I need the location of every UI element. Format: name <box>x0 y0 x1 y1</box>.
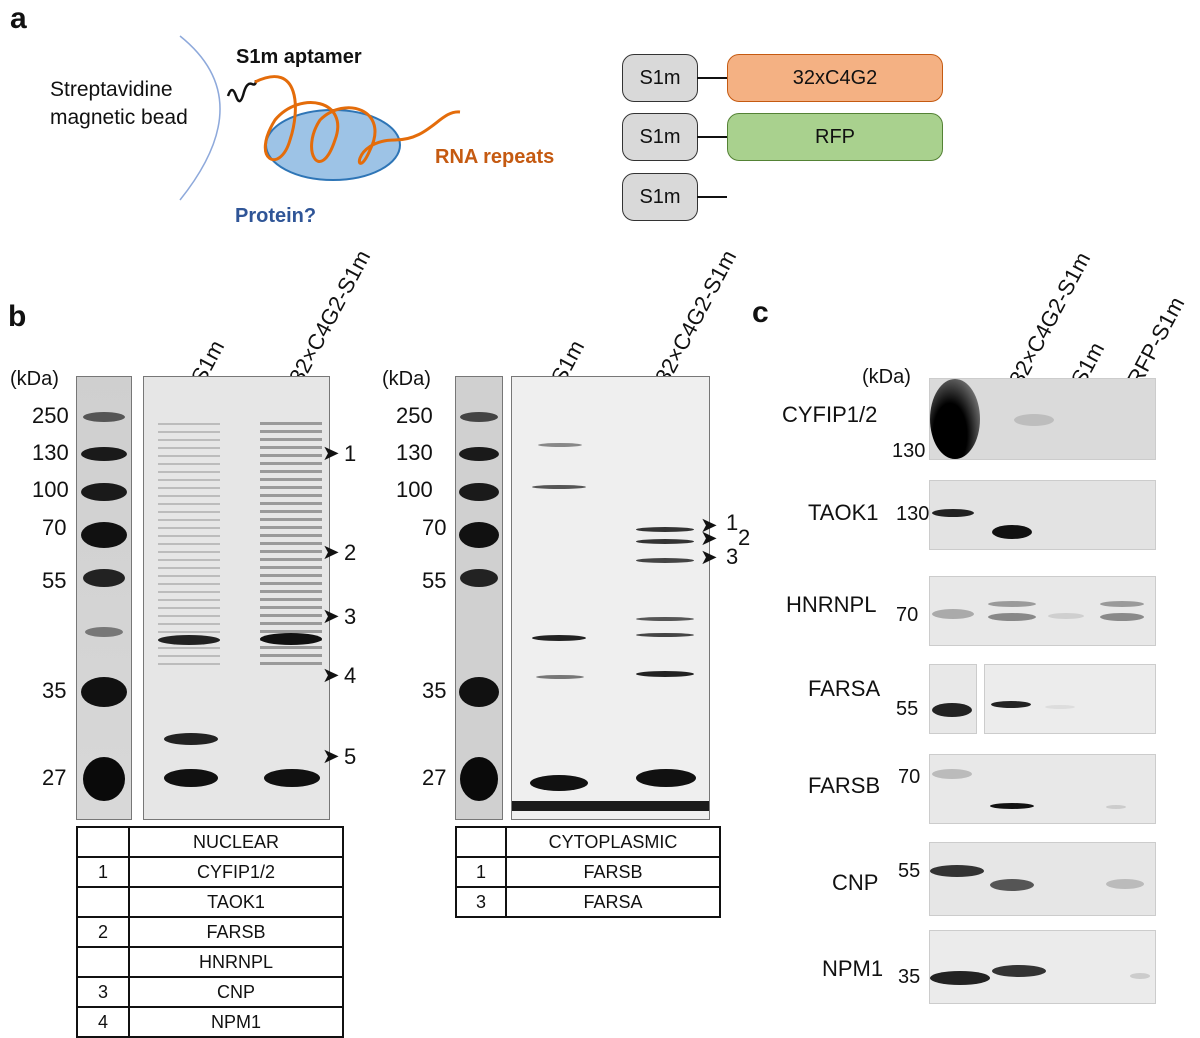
left-arrow-4: ➤ <box>322 664 340 687</box>
blot-cyfip <box>929 378 1156 460</box>
right-marker-130: 130 <box>396 440 433 465</box>
blot-npm1 <box>929 930 1156 1004</box>
right-arrow-1: ➤ <box>700 514 718 537</box>
construct-1: S1m 32xC4G2 <box>622 54 944 102</box>
right-arrow-label-1: 1 <box>726 510 739 535</box>
c-kda-unit: (kDa) <box>862 366 911 388</box>
aptamer-schematic <box>179 35 461 201</box>
right-arrow-3: ➤ <box>700 546 718 569</box>
table-header: CYTOPLASMIC <box>505 826 721 858</box>
left-arrow-5: ➤ <box>322 745 340 768</box>
right-arrow-label-2: 2 <box>738 525 751 550</box>
right-sample-gel <box>511 376 710 820</box>
left-arrow-3: ➤ <box>322 605 340 628</box>
s1m-tag: S1m <box>622 113 698 161</box>
blot-label-farsa: FARSA <box>808 676 881 701</box>
right-arrow-2: ➤ <box>700 527 718 550</box>
left-arrow-label-1: 1 <box>344 441 357 466</box>
blot-cnp <box>929 842 1156 916</box>
linker <box>697 196 727 198</box>
right-marker-27: 27 <box>422 765 447 790</box>
right-marker-55: 55 <box>422 568 447 593</box>
table-row: CYTOPLASMIC <box>455 826 721 858</box>
s1m-tag: S1m <box>622 54 698 102</box>
table-row: NUCLEAR <box>76 826 344 858</box>
left-arrow-2: ➤ <box>322 541 340 564</box>
table-header: NUCLEAR <box>128 826 344 858</box>
protein-label: Protein? <box>235 205 317 227</box>
repeats-label: RNA repeats <box>435 146 555 168</box>
aptamer-squiggle <box>226 79 258 103</box>
left-arrow-label-2: 2 <box>344 540 357 565</box>
left-arrow-label-3: 3 <box>344 604 357 629</box>
left-marker-55: 55 <box>42 568 67 593</box>
bead-arc <box>179 35 221 201</box>
blot-marker-farsb: 70 <box>898 766 921 788</box>
left-sample-gel <box>143 376 330 820</box>
left-marker-27: 27 <box>42 765 67 790</box>
left-marker-130: 130 <box>32 440 69 465</box>
right-lane-label-32xc4g2: 32×C4G2-S1m <box>650 245 742 388</box>
left-ladder-gel <box>76 376 132 820</box>
blot-farsa-ladder <box>929 664 977 734</box>
blot-label-cnp: CNP <box>832 870 879 895</box>
panel-b-letter: b <box>8 300 27 333</box>
blot-marker-hnrnpl: 70 <box>896 604 919 626</box>
right-kda-unit: (kDa) <box>382 368 431 390</box>
blot-hnrnpl <box>929 576 1156 646</box>
rna-repeats-strand <box>254 75 461 165</box>
construct-3: S1m <box>622 173 944 221</box>
blot-label-npm1: NPM1 <box>822 956 884 981</box>
blot-taok1 <box>929 480 1156 550</box>
right-marker-35: 35 <box>422 678 447 703</box>
insert-box: RFP <box>727 113 943 161</box>
blot-label-hnrnpl: HNRNPL <box>786 592 877 617</box>
blot-label-farsb: FARSB <box>808 773 881 798</box>
right-arrow-label-3: 3 <box>726 544 739 569</box>
c-lane-label-rfp-s1m: RFP-S1m <box>1122 292 1190 390</box>
aptamer-label: S1m aptamer <box>236 46 362 68</box>
left-arrow-label-5: 5 <box>344 744 357 769</box>
panel-a-letter: a <box>10 2 27 35</box>
table-row: TAOK1 <box>76 886 344 918</box>
bead-label-line2: magnetic bead <box>50 106 188 129</box>
left-arrow-1: ➤ <box>322 442 340 465</box>
blot-marker-cnp: 55 <box>898 860 921 882</box>
right-marker-70: 70 <box>422 515 447 540</box>
s1m-tag: S1m <box>622 173 698 221</box>
blot-farsb <box>929 754 1156 824</box>
blot-marker-taok1: 130 <box>896 503 930 525</box>
blot-marker-cyfip: 130 <box>892 440 926 462</box>
right-ladder-gel <box>455 376 503 820</box>
panel-c-letter: c <box>752 296 769 329</box>
left-kda-unit: (kDa) <box>10 368 59 390</box>
left-marker-250: 250 <box>32 403 69 428</box>
left-marker-35: 35 <box>42 678 67 703</box>
blot-label-taok1: TAOK1 <box>808 500 879 525</box>
linker <box>697 77 727 79</box>
blot-marker-farsa: 55 <box>896 698 919 720</box>
insert-box: 32xC4G2 <box>727 54 943 102</box>
right-marker-100: 100 <box>396 477 433 502</box>
left-marker-70: 70 <box>42 515 67 540</box>
left-marker-100: 100 <box>32 477 69 502</box>
left-arrow-label-4: 4 <box>344 663 357 688</box>
left-lane-label-32xc4g2: 32×C4G2-S1m <box>284 245 376 388</box>
blot-marker-npm1: 35 <box>898 966 921 988</box>
bead-label-line1: Streptavidine <box>50 78 173 101</box>
blot-farsa <box>984 664 1156 734</box>
right-marker-250: 250 <box>396 403 433 428</box>
blot-label-cyfip: CYFIP1/2 <box>782 402 878 427</box>
linker <box>697 136 727 138</box>
construct-2: S1m RFP <box>622 113 944 161</box>
table-row: HNRNPL <box>76 946 344 978</box>
